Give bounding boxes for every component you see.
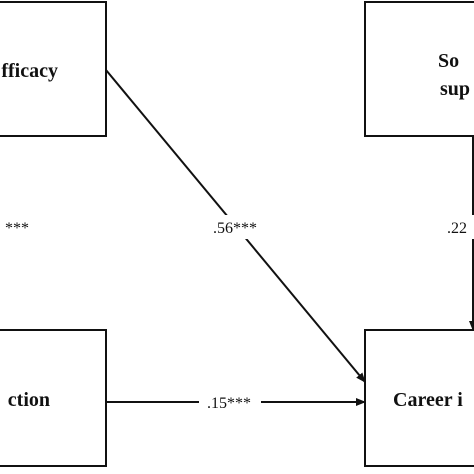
coef-left-partial: *** xyxy=(5,220,29,237)
coef-bg-satisfaction xyxy=(199,390,261,414)
coef-satisfaction-to-career: .15*** xyxy=(207,395,251,412)
social-support-label-line2: sup xyxy=(440,78,470,100)
social-support-label-line1: So xyxy=(438,50,459,72)
career-label: Career i xyxy=(393,389,463,411)
social-support-box xyxy=(364,1,474,137)
self-efficacy-label: fficacy xyxy=(1,60,58,82)
career-box xyxy=(364,329,474,467)
satisfaction-label: ction xyxy=(8,389,50,411)
coef-bg-support xyxy=(445,215,474,239)
coef-bg-efficacy xyxy=(206,215,264,239)
coef-support-to-career: .22 xyxy=(447,220,467,237)
self-efficacy-box xyxy=(0,1,107,137)
coef-efficacy-to-career: .56*** xyxy=(213,220,257,237)
satisfaction-box xyxy=(0,329,107,467)
